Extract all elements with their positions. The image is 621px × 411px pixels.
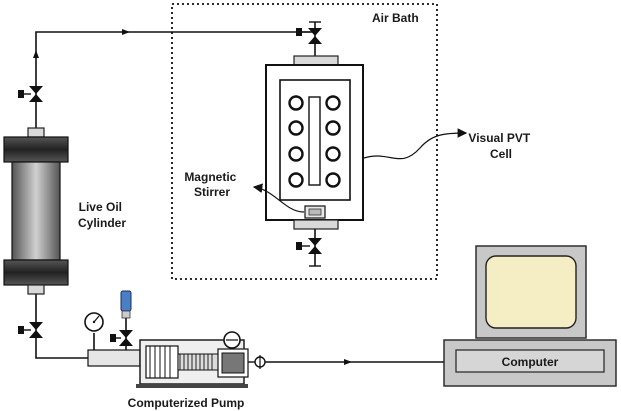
magnetic-stirrer-label: Magnetic Stirrer: [184, 170, 239, 199]
sight-windows: [288, 95, 341, 188]
air-bath-label: Air Bath: [372, 11, 419, 25]
computer-label: Computer: [502, 355, 559, 369]
magnetic-stirrer-leader: [252, 183, 305, 213]
valve-icon[interactable]: [296, 229, 322, 267]
hand-wheel-icon[interactable]: [248, 355, 266, 369]
visual-pvt-cell-label: Visual PVT Cell: [468, 131, 533, 161]
computerized-pump: [136, 331, 249, 388]
pvt-cell-leader: [363, 128, 468, 160]
visual-pvt-cell: [265, 55, 364, 230]
computerized-pump-label: Computerized Pump: [128, 396, 245, 410]
flow-arrow-up: [33, 50, 39, 58]
pressure-gauge-icon: [84, 312, 104, 350]
valve-icon[interactable]: [18, 86, 43, 102]
valve-icon[interactable]: [296, 21, 322, 60]
computer: Computer: [443, 245, 617, 387]
valve-icon[interactable]: [18, 322, 43, 338]
flow-arrow-right: [122, 29, 130, 35]
pump-feed-line: [35, 349, 141, 367]
flow-arrow-right: [344, 359, 352, 365]
valve-icon[interactable]: [110, 318, 133, 350]
live-oil-cylinder: [3, 86, 69, 355]
live-oil-cylinder-label: Live Oil Cylinder: [78, 200, 126, 230]
pressure-transducer: [120, 290, 132, 319]
